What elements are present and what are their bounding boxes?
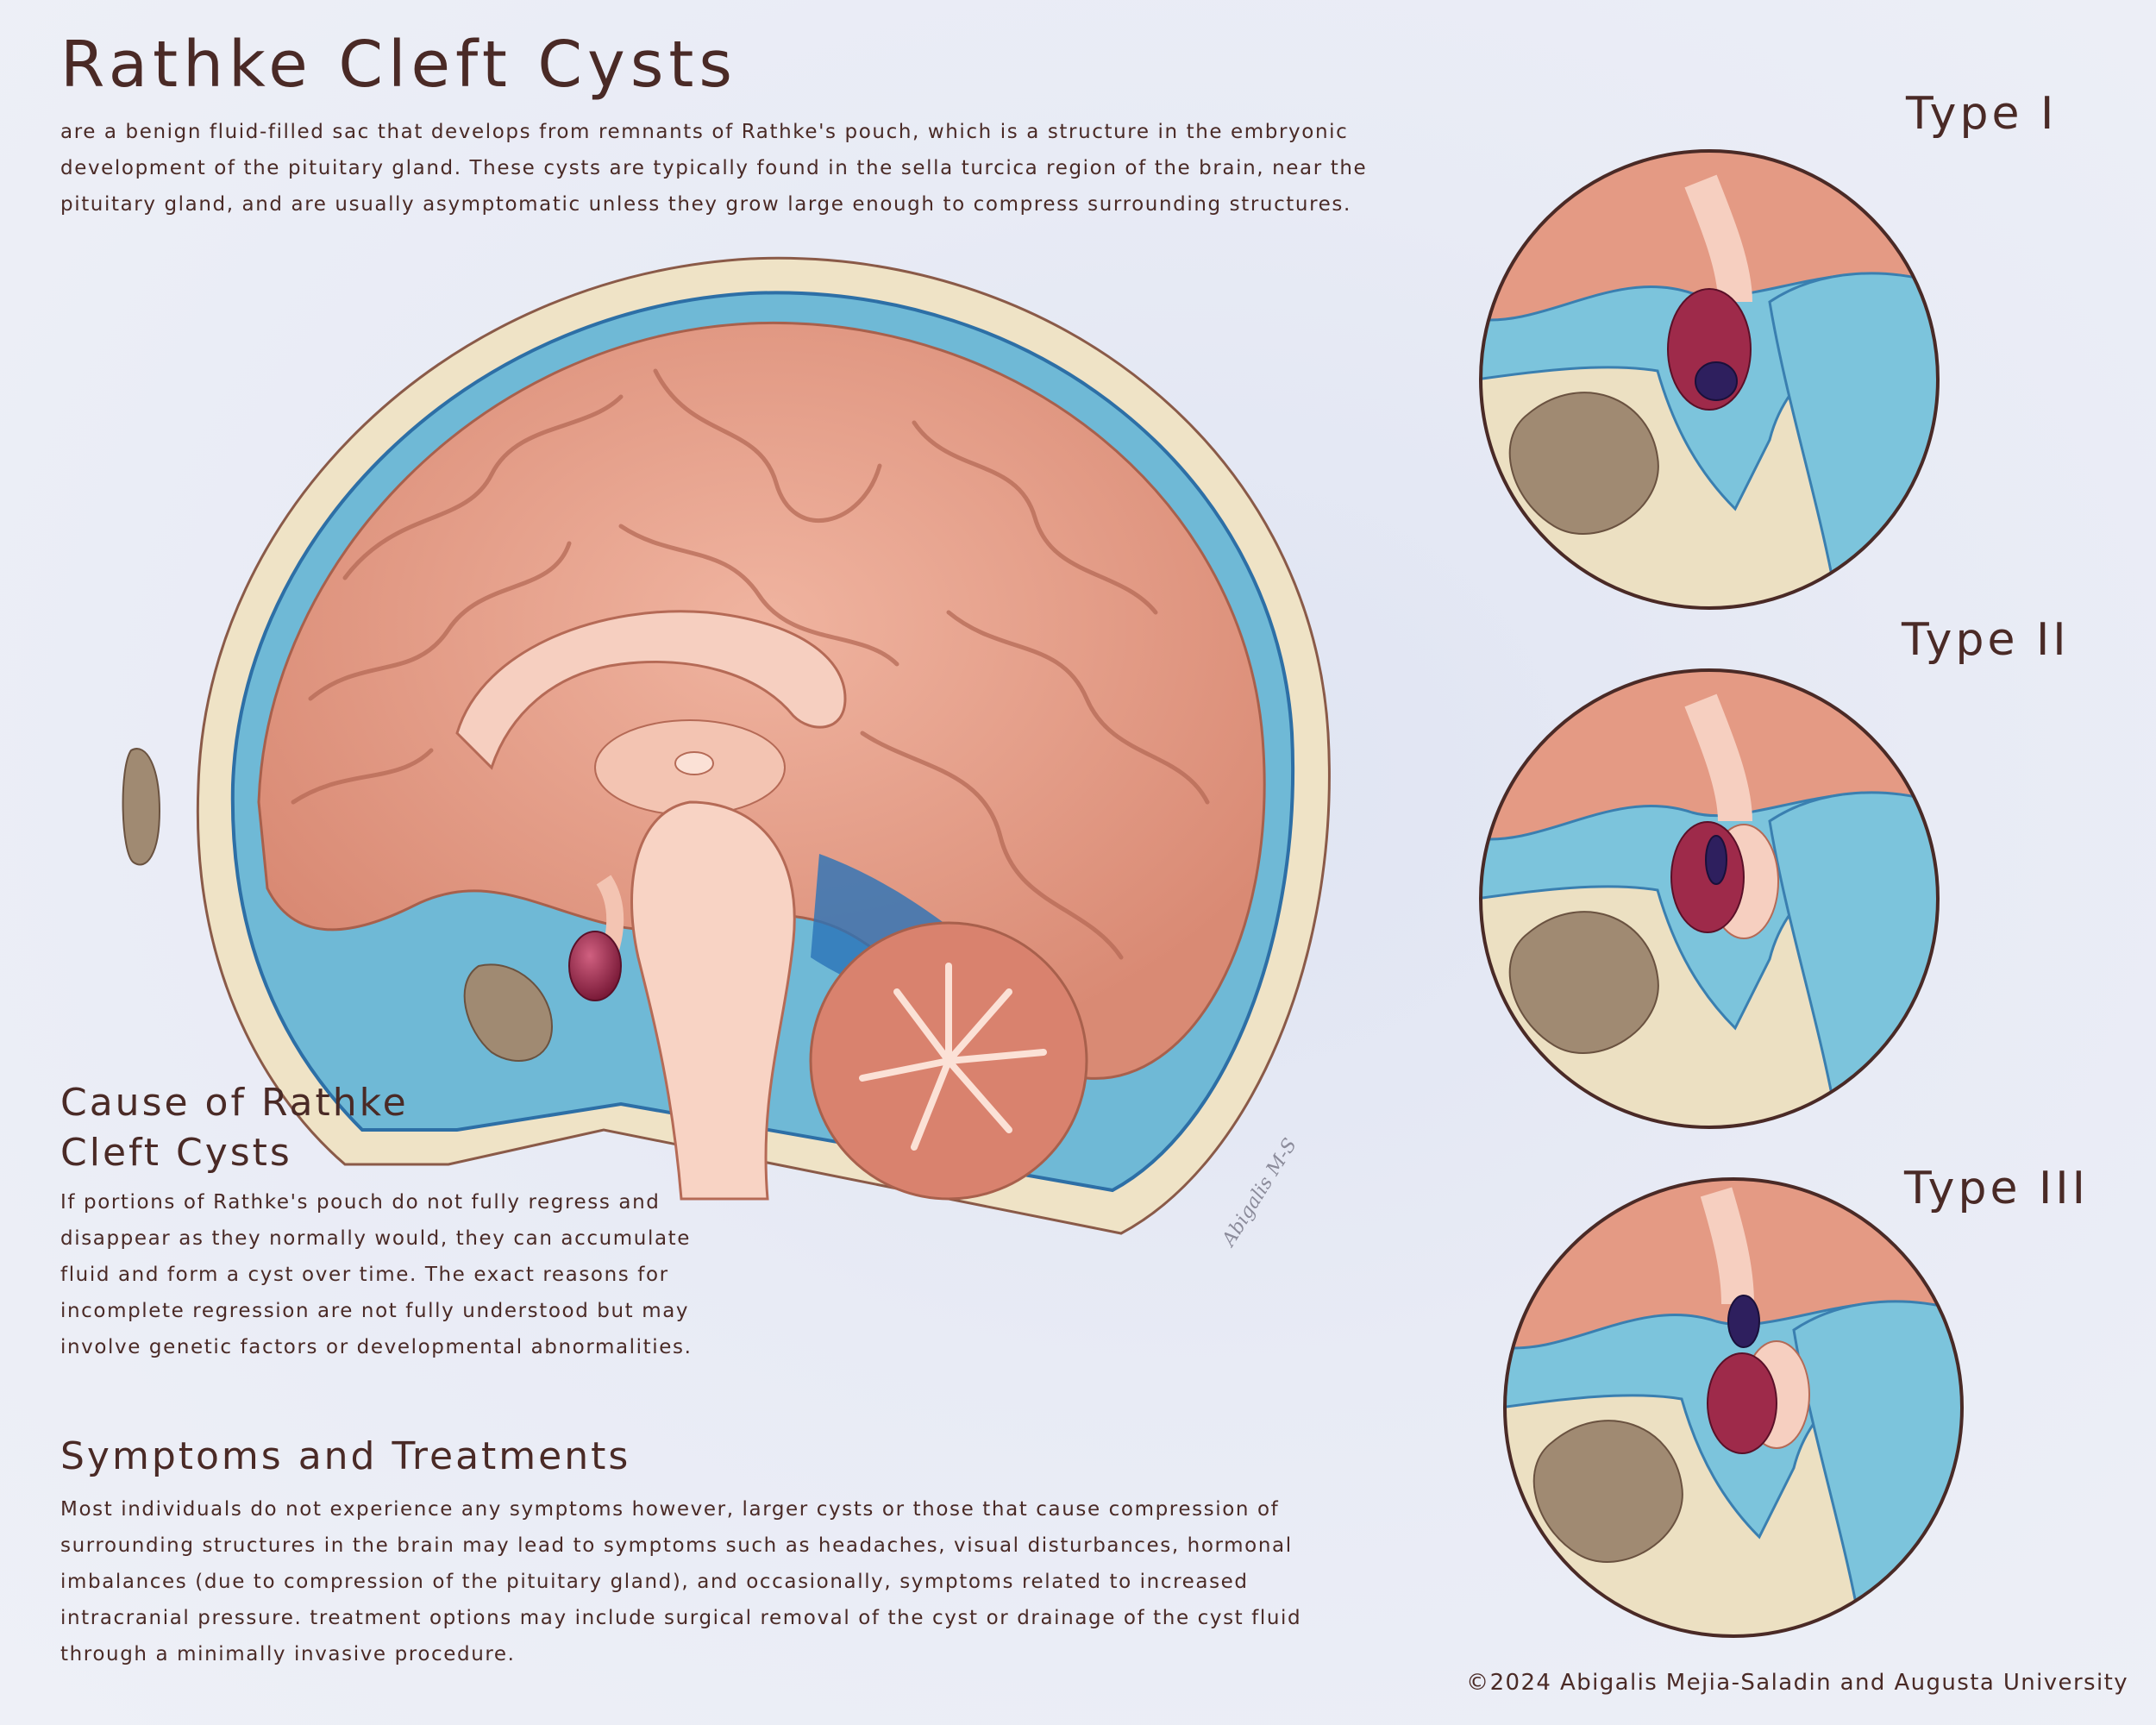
arbor-vitae — [859, 963, 1047, 1151]
page-title: Rathke Cleft Cysts — [60, 28, 737, 102]
anterior-commissure — [674, 751, 714, 775]
symptoms-heading: Symptoms and Treatments — [60, 1434, 631, 1478]
gyri-folds — [291, 368, 1210, 960]
type-1-label: Type I — [1906, 88, 2058, 140]
symptoms-paragraph: Most individuals do not experience any s… — [60, 1498, 1302, 1665]
copyright-credit: ©2024 Abigalis Mejia-Saladin and Augusta… — [1466, 1670, 2128, 1696]
sphenoid-sinus — [463, 963, 554, 1062]
frontal-sinus — [122, 748, 161, 866]
type-2-label: Type II — [1902, 614, 2070, 666]
cerebrum — [257, 321, 1266, 1080]
brain-sagittal-illustration — [122, 256, 1331, 1235]
type-2-inset — [1479, 668, 1940, 1129]
cause-paragraph: If portions of Rathke's pouch do not ful… — [60, 1191, 693, 1358]
intro-paragraph: are a benign fluid-filled sac that devel… — [60, 121, 1368, 216]
type-3-label: Type III — [1904, 1163, 2089, 1214]
cause-heading-line2: Cleft Cysts — [60, 1131, 292, 1175]
pituitary-cyst — [568, 931, 622, 1001]
type-1-inset — [1479, 149, 1940, 610]
type-3-inset — [1503, 1177, 1964, 1638]
corpus-callosum — [455, 610, 847, 770]
cause-heading-line1: Cause of Rathke — [60, 1081, 409, 1125]
brainstem — [630, 800, 796, 1201]
